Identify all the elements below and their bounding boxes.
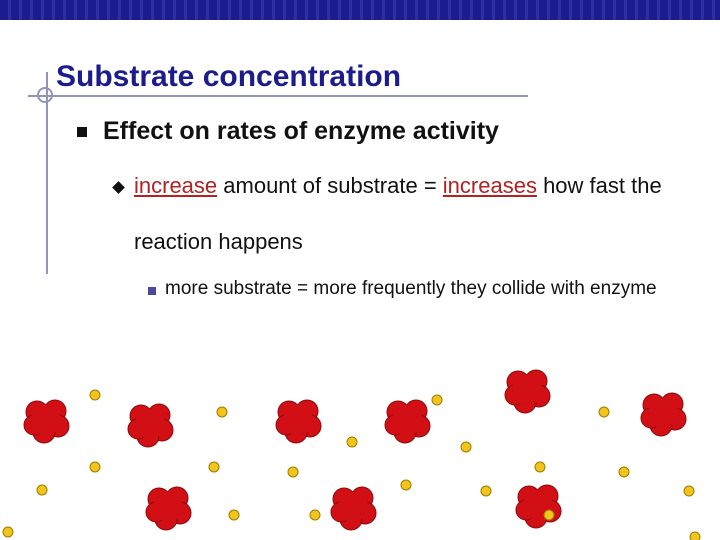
substrate-dot [460,441,472,453]
substrate-dot [309,509,321,521]
small-square-bullet-icon [148,287,156,295]
crosshair-icon [37,87,53,103]
slide-title: Substrate concentration [56,60,402,93]
substrate-dot [683,485,695,497]
left-vertical-rule [46,72,48,274]
substrate-dot [543,509,555,521]
bullet-text-amount: amount of substrate = [217,173,443,198]
enzyme-blob [384,399,431,444]
substrate-dot [89,389,101,401]
substrate-dot [431,394,443,406]
bullet-effect-on-rates: Effect on rates of enzyme activity [103,117,499,145]
top-decorative-bar [0,0,720,20]
enzyme-blob [330,486,377,531]
bullet-text-reaction: how fast the reaction happens [134,173,662,254]
substrate-dot [208,461,220,473]
substrate-dot [534,461,546,473]
substrate-dot [36,484,48,496]
square-bullet-icon [77,127,87,137]
substrate-dot [216,406,228,418]
substrate-dot [400,479,412,491]
substrate-dot [598,406,610,418]
enzyme-blob [515,484,562,529]
enzyme-blob [640,392,687,437]
substrate-dot [89,461,101,473]
enzyme-blob [23,399,70,444]
substrate-dot [228,509,240,521]
bullet-more-substrate: more substrate = more frequently they co… [165,278,657,299]
substrate-dot [480,485,492,497]
emphasis-increase: increase [134,173,218,198]
enzyme-blob [275,399,322,444]
bullet-increase-substrate: increase amount of substrate = increases… [134,158,704,270]
substrate-dot [689,531,701,540]
substrate-dot [618,466,630,478]
substrate-dot [2,526,14,538]
enzyme-blob [127,403,174,448]
emphasis-increases: increases [442,173,537,198]
substrate-dot [346,436,358,448]
enzyme-blob [145,486,192,531]
substrate-dot [287,466,299,478]
title-underline-rule [28,95,528,97]
enzyme-blob [504,369,551,414]
